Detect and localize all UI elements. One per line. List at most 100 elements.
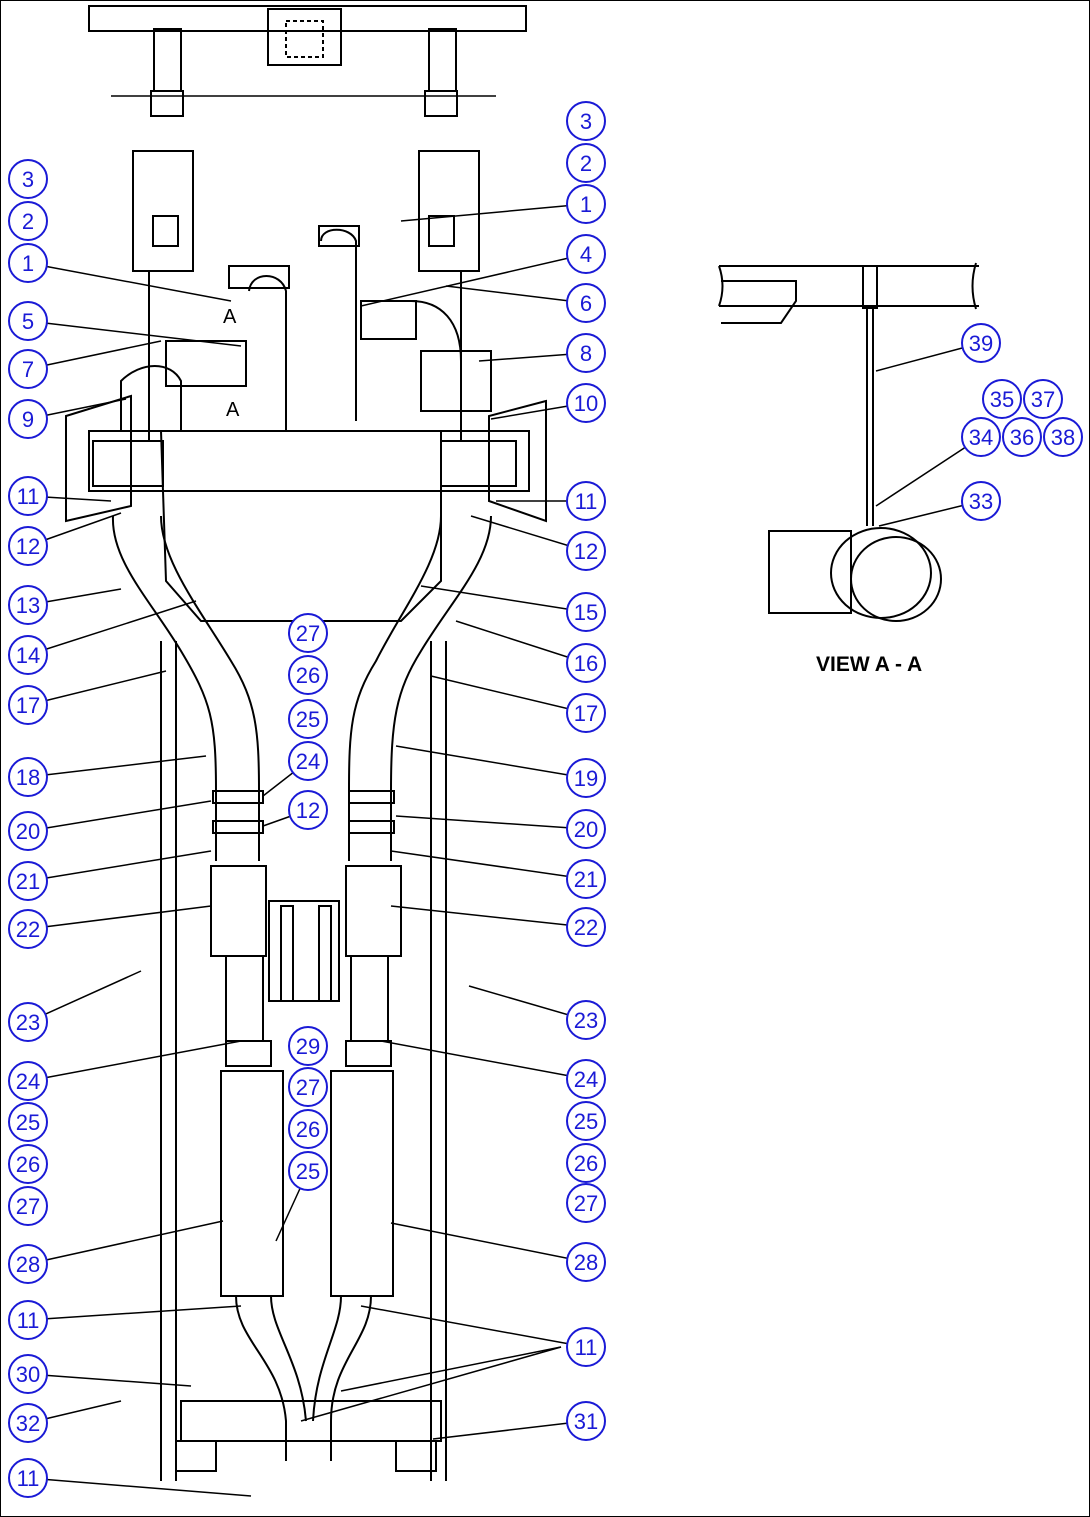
balloon-number: 12	[574, 539, 598, 564]
balloon-circle	[8, 685, 48, 725]
balloon-circle	[1023, 379, 1063, 419]
balloon-circle	[288, 699, 328, 739]
balloon-12: 12	[566, 531, 606, 571]
balloon-28: 28	[8, 1244, 48, 1284]
balloon-26: 26	[566, 1143, 606, 1183]
leader-line-34	[875, 436, 982, 507]
balloon-circle	[8, 757, 48, 797]
balloon-circle	[8, 811, 48, 851]
balloon-29: 29	[288, 1026, 328, 1066]
balloon-circle	[961, 481, 1001, 521]
section-mark-upper: A	[223, 306, 237, 328]
leader-line-23	[468, 985, 587, 1021]
balloon-number: 36	[1010, 425, 1034, 450]
balloon-circle	[1043, 417, 1083, 457]
balloon-circle	[566, 1059, 606, 1099]
balloon-number: 26	[296, 663, 320, 688]
balloon-9: 9	[8, 399, 48, 439]
leader-line-23	[27, 970, 142, 1023]
balloon-circle	[8, 159, 48, 199]
balloon-14: 14	[8, 635, 48, 675]
balloon-circle	[288, 1151, 328, 1191]
balloon-number: 28	[574, 1250, 598, 1275]
leader-line-11	[300, 1346, 562, 1422]
leader-line-31	[432, 1420, 587, 1440]
balloon-number: 6	[580, 291, 592, 316]
leader-line-28	[27, 1220, 224, 1265]
balloon-circle	[8, 585, 48, 625]
balloon-18: 18	[8, 757, 48, 797]
leader-line-19	[395, 745, 587, 779]
balloon-number: 33	[969, 489, 993, 514]
leader-line-17	[430, 675, 587, 714]
balloon-circle	[8, 201, 48, 241]
balloon-circle	[566, 1242, 606, 1282]
balloon-15: 15	[566, 592, 606, 632]
balloon-number: 20	[16, 819, 40, 844]
balloon-21: 21	[566, 859, 606, 899]
balloon-26: 26	[288, 655, 328, 695]
balloon-circle	[8, 635, 48, 675]
leader-line-21	[390, 850, 587, 880]
balloon-number: 30	[16, 1362, 40, 1387]
balloon-number: 20	[574, 817, 598, 842]
balloon-22: 22	[8, 909, 48, 949]
leader-lines	[27, 203, 982, 1497]
section-mark-lower: A	[226, 399, 240, 421]
balloon-circle	[566, 1143, 606, 1183]
balloon-circle	[8, 1403, 48, 1443]
balloon-number: 24	[16, 1069, 40, 1094]
balloon-27: 27	[288, 613, 328, 653]
leader-line-17	[27, 670, 167, 706]
balloon-number: 28	[16, 1252, 40, 1277]
balloon-27: 27	[8, 1186, 48, 1226]
balloon-31: 31	[566, 1401, 606, 1441]
balloon-34: 34	[961, 417, 1001, 457]
balloon-circle	[288, 1067, 328, 1107]
balloon-8: 8	[566, 333, 606, 373]
balloon-number: 7	[22, 357, 34, 382]
balloon-circle	[566, 592, 606, 632]
balloon-number: 3	[580, 109, 592, 134]
balloon-number: 17	[16, 693, 40, 718]
balloon-number: 12	[16, 534, 40, 559]
balloon-37: 37	[1023, 379, 1063, 419]
balloon-number: 26	[296, 1117, 320, 1142]
balloon-6: 6	[566, 283, 606, 323]
balloon-23: 23	[8, 1002, 48, 1042]
balloon-number: 26	[574, 1151, 598, 1176]
balloon-circle	[8, 526, 48, 566]
balloon-circle	[288, 1109, 328, 1149]
balloon-number: 8	[580, 341, 592, 366]
balloon-circle	[8, 1458, 48, 1498]
balloon-17: 17	[8, 685, 48, 725]
balloon-3: 3	[8, 159, 48, 199]
leader-line-28	[390, 1222, 587, 1263]
balloon-number: 1	[22, 251, 34, 276]
balloon-number: 25	[296, 1159, 320, 1184]
balloon-10: 10	[566, 383, 606, 423]
balloon-number: 27	[574, 1191, 598, 1216]
balloon-26: 26	[8, 1144, 48, 1184]
balloon-17: 17	[566, 693, 606, 733]
balloon-number: 39	[969, 331, 993, 356]
balloon-3: 3	[566, 101, 606, 141]
balloon-number: 13	[16, 593, 40, 618]
leader-line-18	[27, 755, 207, 778]
balloon-25: 25	[8, 1102, 48, 1142]
balloon-circle	[566, 643, 606, 683]
balloon-32: 32	[8, 1403, 48, 1443]
balloon-circle	[566, 234, 606, 274]
leader-line-5	[27, 320, 242, 347]
balloon-number: 25	[16, 1110, 40, 1135]
leader-line-15	[420, 585, 587, 613]
balloon-circle	[566, 859, 606, 899]
balloon-number: 1	[580, 192, 592, 217]
balloon-number: 32	[16, 1411, 40, 1436]
balloon-circle	[288, 613, 328, 653]
leader-line-16	[455, 620, 587, 664]
balloon-circle	[566, 1000, 606, 1040]
balloon-number: 10	[574, 391, 598, 416]
leader-line-20	[27, 800, 212, 832]
balloon-circle	[8, 1244, 48, 1284]
